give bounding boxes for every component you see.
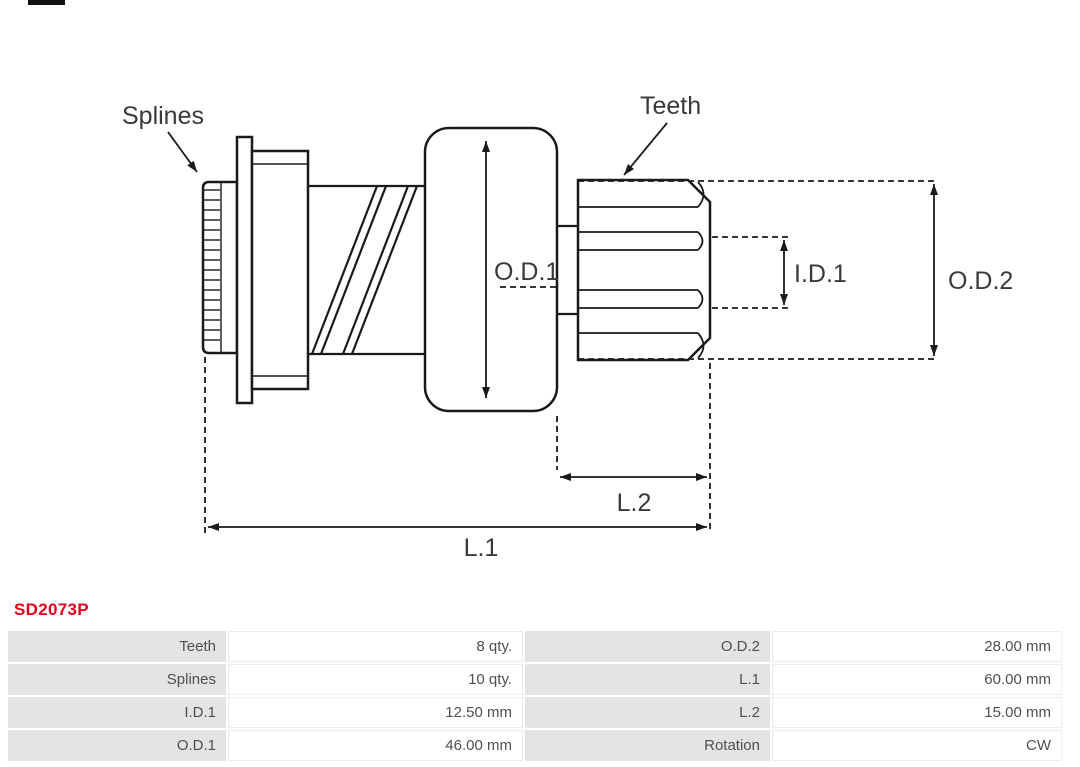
shaft-neck: [557, 224, 578, 316]
spec-value-cell: 15.00 mm: [772, 697, 1062, 728]
spec-label-cell: Rotation: [525, 730, 770, 761]
pinion-gear: [576, 178, 712, 362]
spec-value-cell: 46.00 mm: [228, 730, 523, 761]
dimension-id1-label: I.D.1: [794, 260, 847, 288]
gear-teeth-lines: [579, 181, 705, 359]
dimension-od2: O.D.2: [578, 180, 1013, 360]
spec-label-cell: O.D.2: [525, 631, 770, 662]
teeth-label: Teeth: [640, 92, 701, 120]
spec-value-cell: CW: [772, 730, 1062, 761]
part-number: SD2073P: [14, 600, 89, 619]
dimension-l2: L.2: [556, 363, 711, 533]
spec-table: Teeth 8 qty. O.D.2 28.00 mm Splines 10 q…: [8, 631, 1062, 761]
spline-hatching: [204, 189, 220, 341]
spec-label-cell: O.D.1: [8, 730, 226, 761]
callout-teeth: Teeth: [623, 92, 701, 176]
splined-shaft: [201, 180, 239, 355]
splines-callout-arrow: [167, 131, 198, 173]
callout-splines: Splines: [122, 102, 204, 173]
dimension-l2-label: L.2: [617, 489, 652, 517]
spec-value-cell: 12.50 mm: [228, 697, 523, 728]
dimension-l1: L.1: [204, 357, 707, 562]
clutch-housing: O.D.1: [423, 126, 559, 413]
dimension-l1-label: L.1: [464, 534, 499, 562]
teeth-callout-arrow: [623, 122, 668, 176]
dimension-od2-label: O.D.2: [948, 267, 1013, 295]
spec-label-cell: L.2: [525, 697, 770, 728]
spec-value-cell: 10 qty.: [228, 664, 523, 695]
return-spring: [308, 184, 425, 356]
splines-label: Splines: [122, 102, 204, 130]
spec-value-cell: 8 qty.: [228, 631, 523, 662]
spec-label-cell: L.1: [525, 664, 770, 695]
spec-value-cell: 60.00 mm: [772, 664, 1062, 695]
spec-label-cell: Teeth: [8, 631, 226, 662]
collar-flanges: [235, 135, 310, 405]
dimension-od1-label: O.D.1: [494, 258, 559, 286]
page-corner-mark: [28, 0, 65, 5]
spec-label-cell: Splines: [8, 664, 226, 695]
starter-drive-technical-drawing: O.D.1: [122, 92, 1013, 562]
dimension-id1: I.D.1: [712, 236, 847, 309]
spec-value-cell: 28.00 mm: [772, 631, 1062, 662]
spec-label-cell: I.D.1: [8, 697, 226, 728]
